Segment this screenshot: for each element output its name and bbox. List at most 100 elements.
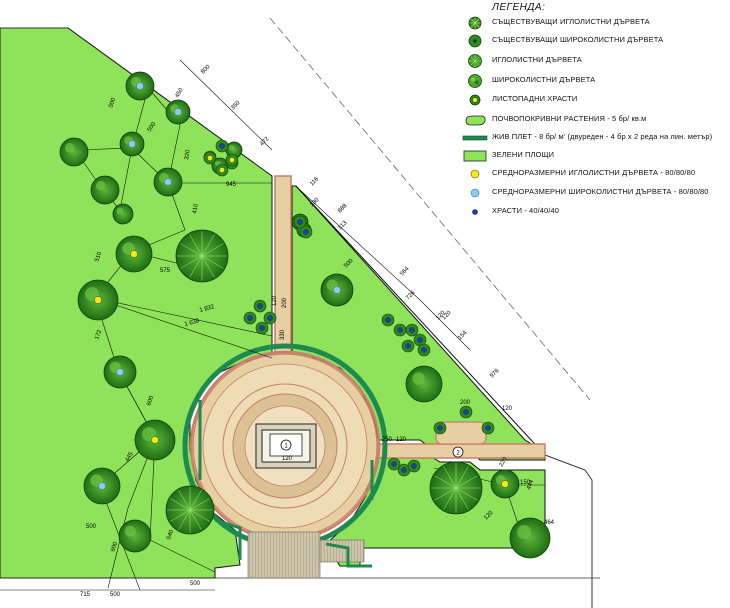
legend-item-existing-conifers: СЪЩЕСТВУВАЩИ ИГЛОЛИСТНИ ДЪРВЕТА	[462, 16, 728, 30]
legend-item-groundcover: ПОЧВОПОКРИВНИ РАСТЕНИЯ - 5 бр/ кв.м	[462, 113, 728, 127]
legend-item-shrubs: ЛИСТОПАДНИ ХРАСТИ	[462, 93, 728, 107]
groundcover-icon	[465, 115, 486, 126]
dimension-label: 172	[94, 329, 103, 341]
tree	[153, 167, 183, 197]
dimension-label: 510	[94, 251, 103, 263]
tree	[77, 279, 119, 321]
shrub	[433, 421, 447, 435]
dimension-label: 500	[343, 258, 355, 270]
dimension-label: 1 638	[184, 318, 201, 328]
legend-label: ХРАСТИ - 40/40/40	[492, 206, 560, 215]
tree	[405, 365, 443, 403]
tree	[320, 273, 354, 307]
dimension-label: 150	[520, 480, 531, 486]
legend-item-green-area: ЗЕЛЕНИ ПЛОЩИ	[462, 149, 728, 163]
legend-label: ИГЛОЛИСТНИ ДЪРВЕТА	[492, 55, 582, 64]
dimension-label: 800	[200, 64, 212, 76]
dimension-label: 154	[457, 330, 469, 342]
marker-2-label: 2	[456, 451, 460, 457]
dimension-label: 500	[190, 581, 201, 587]
marker-2: 2	[452, 446, 464, 458]
tree	[490, 469, 520, 499]
shrub	[299, 225, 313, 239]
hedge-icon	[462, 135, 488, 141]
tree	[509, 517, 551, 559]
dimension-label: 445	[125, 451, 136, 463]
legend-label: ЛИСТОПАДНИ ХРАСТИ	[492, 94, 578, 103]
dimension-label: 600	[110, 541, 119, 553]
tree	[103, 355, 137, 389]
shrub	[481, 421, 495, 435]
dimension-label: 540	[166, 529, 175, 541]
shrub	[243, 311, 257, 325]
tree	[125, 71, 155, 101]
dimension-label: 120	[483, 510, 495, 522]
legend-title: ЛЕГЕНДА:	[492, 2, 546, 13]
shrub	[397, 463, 411, 477]
dimension-label: 500	[147, 121, 158, 133]
tree	[134, 419, 176, 461]
dimension-label: 500	[110, 592, 121, 598]
lightblue-dot-icon	[470, 188, 480, 198]
dimension-label: 320	[184, 149, 192, 161]
legend-item-conifers: ИГЛОЛИСТНИ ДЪРВЕТА	[462, 54, 728, 68]
tree	[429, 461, 483, 515]
conifer-icon	[468, 54, 482, 68]
dimension-labels: 8003504725004503205005009454105751 8321 …	[80, 64, 555, 598]
blue-dot-icon	[472, 209, 478, 215]
dimension-label: 575	[160, 268, 171, 274]
marker-1-label: 1	[284, 444, 288, 450]
green-area-icon	[463, 150, 487, 162]
legend-label: ЗЕЛЕНИ ПЛОЩИ	[492, 150, 555, 159]
dimension-label: 120	[435, 310, 447, 322]
dimension-label: 715	[80, 592, 91, 598]
dimension-label: 130	[309, 197, 321, 209]
shrub	[393, 323, 407, 337]
legend-item-medium-conifers: СРЕДНОРАЗМЕРНИ ИГЛОЛИСТНИ ДЪРВЕТА - 80/8…	[462, 167, 728, 181]
tree	[59, 137, 89, 167]
legend-label: ШИРОКОЛИСТНИ ДЪРВЕТА	[492, 75, 596, 84]
legend-item-broadleaf: ШИРОКОЛИСТНИ ДЪРВЕТА	[462, 74, 728, 88]
tree	[175, 229, 229, 283]
dimension-label: 330	[280, 329, 286, 340]
legend-label: СЪЩЕСТВУВАЩИ ИГЛОЛИСТНИ ДЪРВЕТА	[492, 17, 650, 26]
existing-broadleaf-icon	[468, 34, 482, 48]
legend-label: ЖИВ ПЛЕТ - 8 бр/ м' (двуреден - 4 бр х 2…	[492, 132, 713, 141]
dimension-label: 444	[526, 479, 535, 491]
dimension-label: 250	[382, 437, 393, 443]
dimension-label: 500	[86, 524, 97, 530]
dimension-label: 945	[226, 182, 237, 188]
entrance-stairs	[247, 531, 321, 579]
tree	[165, 485, 215, 535]
tree	[83, 467, 121, 505]
trees	[59, 71, 551, 559]
existing-conifer-icon	[468, 16, 482, 30]
dimension-label: 120	[502, 406, 513, 412]
deciduous-shrub	[225, 153, 239, 167]
shrub-icon	[469, 94, 481, 106]
dimension-label: 313	[337, 220, 349, 232]
shrub	[407, 459, 421, 473]
legend-label: ПОЧВОПОКРИВНИ РАСТЕНИЯ - 5 бр/ кв.м	[492, 114, 647, 123]
dimension-label: 888	[337, 203, 349, 215]
dimension-label: 450	[175, 87, 186, 99]
marker-1: 1	[280, 439, 292, 451]
shrub	[401, 339, 415, 353]
legend-item-shrubs-small: ХРАСТИ - 40/40/40	[462, 205, 728, 219]
tree	[119, 131, 145, 157]
legend-label: СЪЩЕСТВУВАЩИ ШИРОКОЛИСТНИ ДЪРВЕТА	[492, 35, 664, 44]
dimension-label: 120	[282, 456, 293, 462]
tree	[115, 235, 153, 273]
dimension-label: 410	[192, 203, 200, 215]
shrub	[255, 321, 269, 335]
dimension-label: 600	[146, 395, 155, 407]
legend-item-hedge: ЖИВ ПЛЕТ - 8 бр/ м' (двуреден - 4 бр х 2…	[462, 131, 728, 145]
broadleaf-icon	[468, 74, 482, 88]
shrub	[413, 333, 427, 347]
dimension-label: 116	[309, 176, 320, 187]
shrub	[387, 457, 401, 471]
dimension-label: 1 832	[199, 304, 216, 314]
dimension-label: 472	[259, 136, 271, 148]
shrub	[381, 313, 395, 327]
